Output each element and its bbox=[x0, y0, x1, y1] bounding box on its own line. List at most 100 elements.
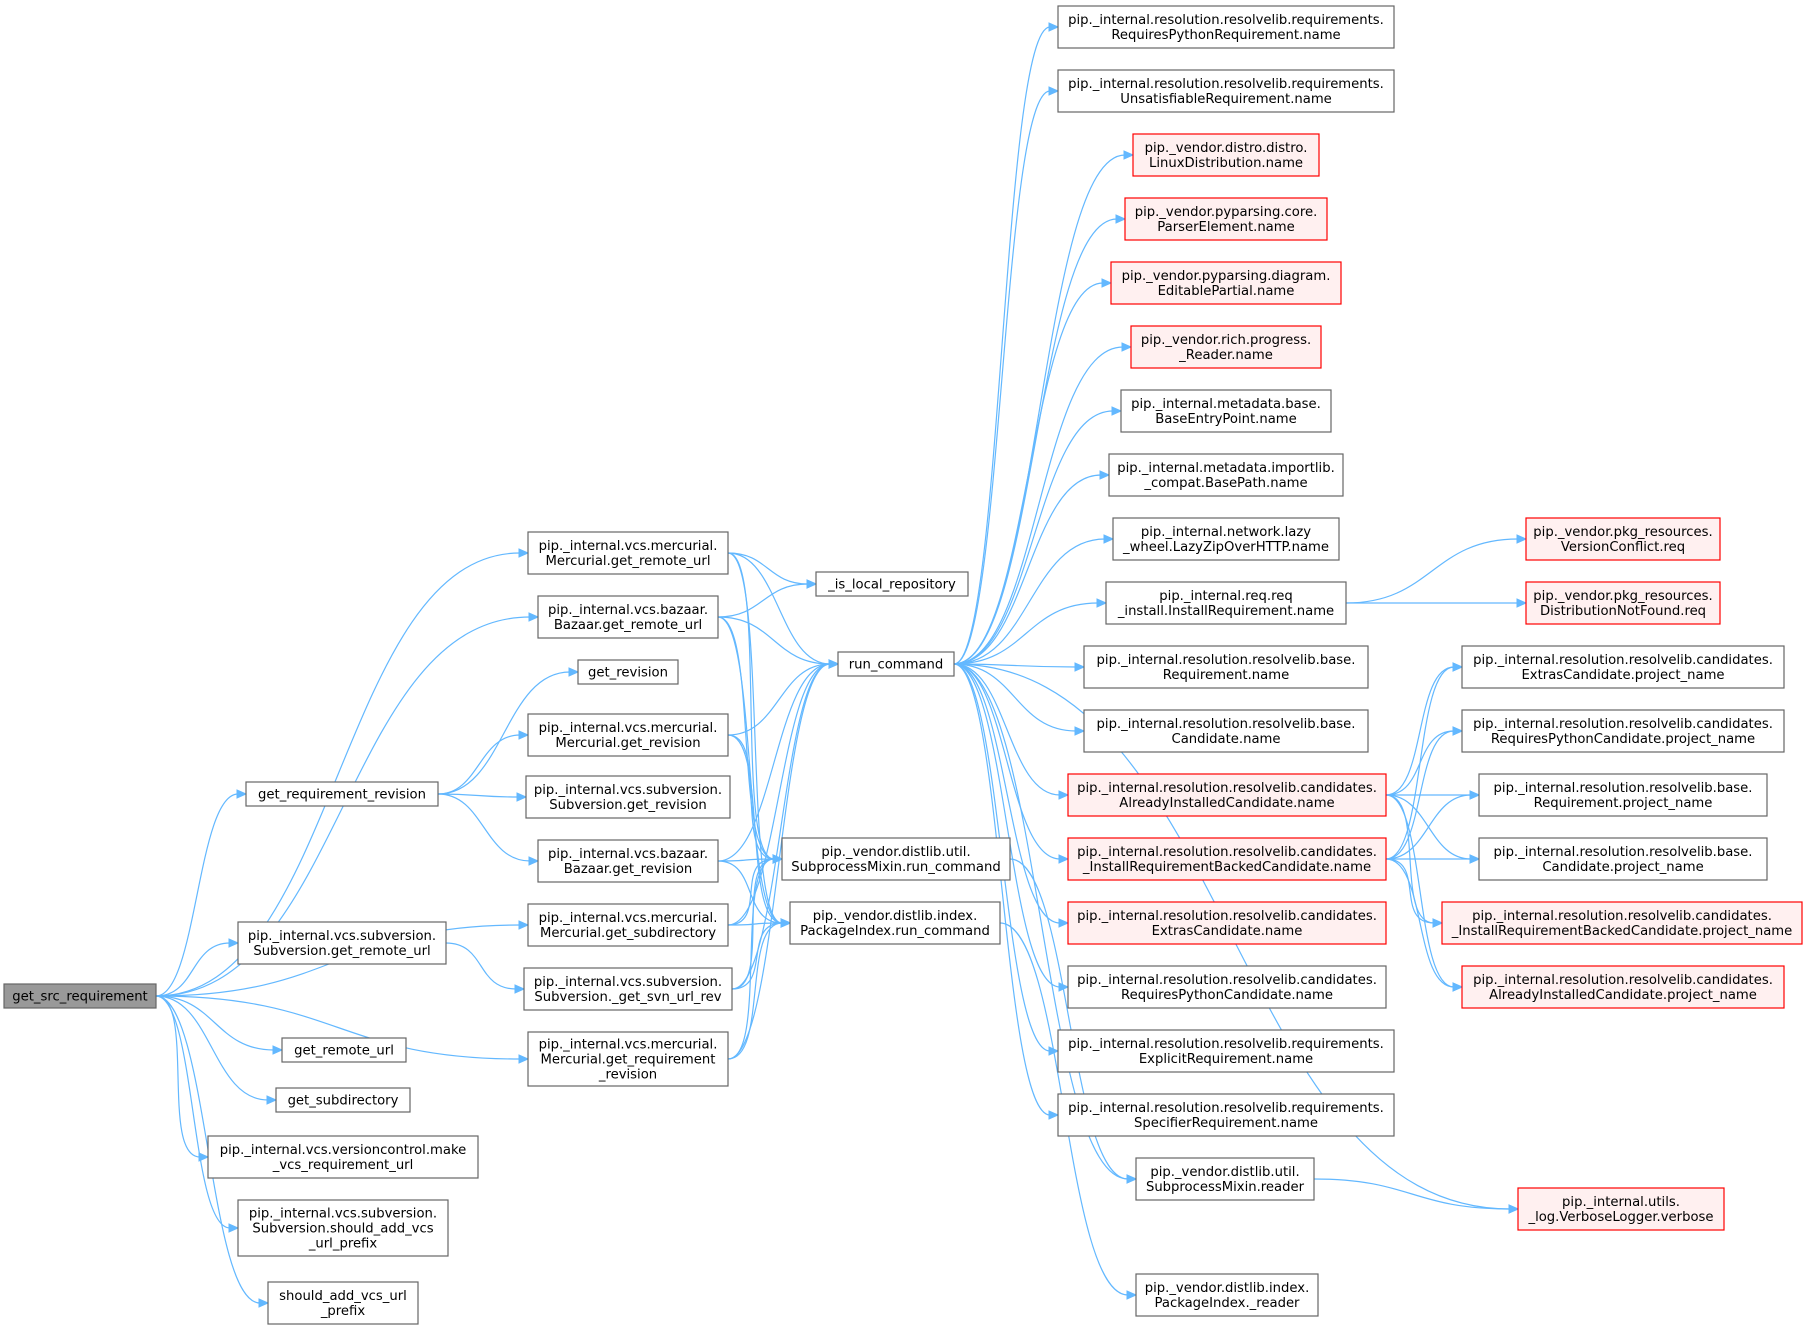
node-label-line: _wheel.LazyZipOverHTTP.name bbox=[1122, 540, 1329, 555]
node-box bbox=[1083, 709, 1369, 753]
node-base-cand-pn[interactable]: pip._internal.resolution.resolvelib.base… bbox=[1478, 837, 1768, 881]
node-already-inst[interactable]: pip._internal.resolution.resolvelib.cand… bbox=[1067, 773, 1387, 817]
node-label-line: pip._internal.metadata.importlib. bbox=[1117, 461, 1335, 476]
node-label-line: pip._internal.resolution.resolvelib.base… bbox=[1494, 781, 1753, 796]
node-make-vcs[interactable]: pip._internal.vcs.versioncontrol.make_vc… bbox=[207, 1135, 479, 1179]
node-label-line: pip._internal.resolution.resolvelib.requ… bbox=[1068, 1037, 1384, 1052]
node-box bbox=[789, 901, 1001, 945]
node-label-line: pip._vendor.distro.distro. bbox=[1145, 141, 1308, 156]
node-is-local[interactable]: _is_local_repository bbox=[815, 571, 969, 597]
node-backed-pn[interactable]: pip._internal.resolution.resolvelib.cand… bbox=[1441, 901, 1803, 945]
node-distro[interactable]: pip._vendor.distro.distro.LinuxDistribut… bbox=[1132, 133, 1320, 177]
node-dist-notfound[interactable]: pip._vendor.pkg_resources.DistributionNo… bbox=[1525, 581, 1721, 625]
node-bzr-remote[interactable]: pip._internal.vcs.bazaar.Bazaar.get_remo… bbox=[537, 595, 719, 639]
node-label-line: get_subdirectory bbox=[288, 1094, 399, 1109]
node-hg-revision[interactable]: pip._internal.vcs.mercurial.Mercurial.ge… bbox=[527, 713, 729, 757]
node-box bbox=[815, 571, 969, 597]
edge-get-req-rev-to-svn-revision bbox=[437, 792, 528, 802]
node-label-line: get_src_requirement bbox=[12, 990, 147, 1005]
node-lazy-wheel[interactable]: pip._internal.network.lazy_wheel.LazyZip… bbox=[1112, 517, 1340, 561]
node-label-line: _url_prefix bbox=[308, 1237, 378, 1252]
node-svn-get-svn[interactable]: pip._internal.vcs.subversion.Subversion.… bbox=[523, 967, 733, 1011]
edge-install-backed-to-extras-pn bbox=[1385, 662, 1464, 860]
edges-layer bbox=[155, 22, 1528, 1308]
edge-run-command-to-md-base bbox=[953, 406, 1123, 665]
node-label-line: pip._internal.req.req bbox=[1159, 589, 1292, 604]
edge-run-command-to-req-install bbox=[953, 598, 1108, 665]
node-get-subdirectory[interactable]: get_subdirectory bbox=[275, 1087, 411, 1113]
node-label-line: Mercurial.get_subdirectory bbox=[540, 926, 716, 941]
node-subproc-run[interactable]: pip._vendor.distlib.util.SubprocessMixin… bbox=[781, 837, 1011, 881]
node-box bbox=[207, 1135, 479, 1179]
node-run-command[interactable]: run_command bbox=[837, 651, 955, 677]
edge-run-command-to-base-cand bbox=[953, 663, 1086, 736]
node-pkgidx-reader[interactable]: pip._vendor.distlib.index.PackageIndex._… bbox=[1135, 1273, 1319, 1317]
node-box bbox=[1130, 325, 1322, 369]
node-verbose[interactable]: pip._internal.utils._log.VerboseLogger.v… bbox=[1517, 1187, 1725, 1231]
node-pkgidx-run[interactable]: pip._vendor.distlib.index.PackageIndex.r… bbox=[789, 901, 1001, 945]
node-label-line: _Reader.name bbox=[1178, 348, 1273, 363]
node-rich-reader[interactable]: pip._vendor.rich.progress._Reader.name bbox=[1130, 325, 1322, 369]
node-label-line: _vcs_requirement_url bbox=[272, 1158, 414, 1173]
node-label-line: RequiresPythonCandidate.name bbox=[1121, 988, 1333, 1003]
node-label-line: ExtrasCandidate.project_name bbox=[1521, 668, 1724, 683]
node-base-req[interactable]: pip._internal.resolution.resolvelib.base… bbox=[1083, 645, 1369, 689]
node-base-cand[interactable]: pip._internal.resolution.resolvelib.base… bbox=[1083, 709, 1369, 753]
node-extras-cand[interactable]: pip._internal.resolution.resolvelib.cand… bbox=[1067, 901, 1387, 945]
node-svn-should[interactable]: pip._internal.vcs.subversion.Subversion.… bbox=[237, 1199, 449, 1257]
node-explicit-req[interactable]: pip._internal.resolution.resolvelib.requ… bbox=[1057, 1029, 1395, 1073]
node-label-line: RequiresPythonCandidate.project_name bbox=[1491, 732, 1755, 747]
node-box bbox=[537, 595, 719, 639]
node-bzr-revision[interactable]: pip._internal.vcs.bazaar.Bazaar.get_revi… bbox=[537, 839, 719, 883]
node-label-line: pip._vendor.pyparsing.core. bbox=[1135, 205, 1318, 220]
node-hg-remote[interactable]: pip._internal.vcs.mercurial.Mercurial.ge… bbox=[527, 531, 729, 575]
node-extras-pn[interactable]: pip._internal.resolution.resolvelib.cand… bbox=[1461, 645, 1785, 689]
node-version-conflict[interactable]: pip._vendor.pkg_resources.VersionConflic… bbox=[1525, 517, 1721, 561]
node-md-base[interactable]: pip._internal.metadata.base.BaseEntryPoi… bbox=[1120, 389, 1332, 433]
node-already-pn[interactable]: pip._internal.resolution.resolvelib.cand… bbox=[1461, 965, 1785, 1009]
node-get-req-rev[interactable]: get_requirement_revision bbox=[245, 781, 439, 807]
node-reqpy-pn[interactable]: pip._internal.resolution.resolvelib.cand… bbox=[1461, 709, 1785, 753]
node-should-add[interactable]: should_add_vcs_url_prefix bbox=[267, 1281, 419, 1325]
node-svn-revision[interactable]: pip._internal.vcs.subversion.Subversion.… bbox=[525, 775, 731, 819]
node-reqpy-cand[interactable]: pip._internal.resolution.resolvelib.cand… bbox=[1067, 965, 1387, 1009]
node-pyparse-core[interactable]: pip._vendor.pyparsing.core.ParserElement… bbox=[1124, 197, 1328, 241]
node-box bbox=[1057, 5, 1395, 49]
node-install-backed[interactable]: pip._internal.resolution.resolvelib.cand… bbox=[1067, 837, 1387, 881]
node-label-line: _prefix bbox=[320, 1304, 366, 1319]
node-box bbox=[1441, 901, 1803, 945]
node-hg-req-rev[interactable]: pip._internal.vcs.mercurial.Mercurial.ge… bbox=[527, 1031, 729, 1087]
edge-root-to-hg-remote bbox=[155, 548, 530, 997]
node-box bbox=[1525, 517, 1721, 561]
edge-run-command-to-rich-reader bbox=[953, 342, 1133, 665]
edge-run-command-to-req-py-req bbox=[953, 22, 1060, 665]
node-root[interactable]: get_src_requirement bbox=[3, 983, 157, 1009]
node-label-line: pip._internal.resolution.resolvelib.base… bbox=[1494, 845, 1753, 860]
node-svn-remote[interactable]: pip._internal.vcs.subversion.Subversion.… bbox=[237, 921, 447, 965]
node-box bbox=[1525, 581, 1721, 625]
node-spec-req[interactable]: pip._internal.resolution.resolvelib.requ… bbox=[1057, 1093, 1395, 1137]
node-base-req-pn[interactable]: pip._internal.resolution.resolvelib.base… bbox=[1478, 773, 1768, 817]
node-label-line: Candidate.project_name bbox=[1542, 860, 1703, 875]
node-label-line: Subversion._get_svn_url_rev bbox=[534, 990, 721, 1005]
node-subproc-reader[interactable]: pip._vendor.distlib.util.SubprocessMixin… bbox=[1135, 1157, 1315, 1201]
node-label-line: pip._vendor.distlib.util. bbox=[821, 845, 970, 860]
edge-hg-req-rev-to-subproc-run bbox=[727, 854, 784, 1060]
node-label-line: _InstallRequirementBackedCandidate.name bbox=[1082, 860, 1371, 875]
node-get-remote-url[interactable]: get_remote_url bbox=[281, 1037, 407, 1063]
node-pyparse-diag[interactable]: pip._vendor.pyparsing.diagram.EditablePa… bbox=[1110, 261, 1342, 305]
node-label-line: _compat.BasePath.name bbox=[1143, 476, 1307, 491]
node-box bbox=[1105, 581, 1347, 625]
node-md-importlib[interactable]: pip._internal.metadata.importlib._compat… bbox=[1108, 453, 1344, 497]
edge-bzr-remote-to-is-local bbox=[717, 579, 818, 618]
node-req-py-req[interactable]: pip._internal.resolution.resolvelib.requ… bbox=[1057, 5, 1395, 49]
node-get-revision[interactable]: get_revision bbox=[577, 659, 679, 685]
node-req-install[interactable]: pip._internal.req.req_install.InstallReq… bbox=[1105, 581, 1347, 625]
node-hg-subdir[interactable]: pip._internal.vcs.mercurial.Mercurial.ge… bbox=[527, 903, 729, 947]
node-box bbox=[275, 1087, 411, 1113]
node-label-line: get_remote_url bbox=[294, 1044, 394, 1059]
node-label-line: PackageIndex._reader bbox=[1155, 1296, 1301, 1311]
node-box bbox=[527, 903, 729, 947]
node-label-line: pip._internal.resolution.resolvelib.cand… bbox=[1077, 845, 1377, 860]
node-unsat-req[interactable]: pip._internal.resolution.resolvelib.requ… bbox=[1057, 69, 1395, 113]
